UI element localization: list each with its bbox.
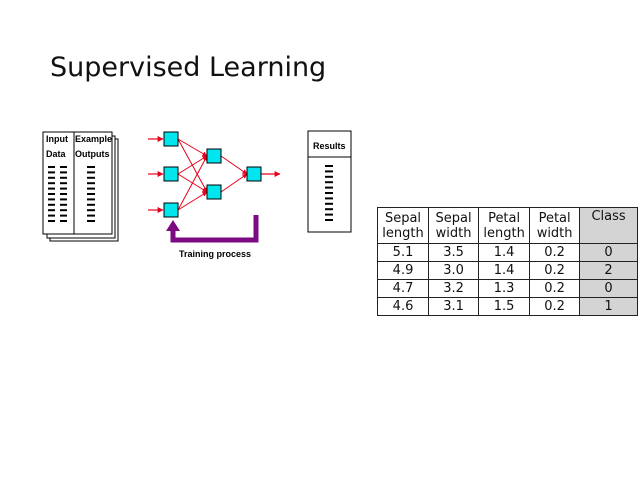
cell: 3.0 [428, 261, 480, 280]
feedback-path [170, 215, 259, 243]
input-data-label-2: Data [46, 149, 67, 159]
connection-arrow [177, 155, 208, 211]
cell: 0.2 [529, 261, 581, 280]
results-label: Results [313, 141, 346, 151]
example-outputs-label-2: Outputs [75, 149, 110, 159]
cell: 4.7 [376, 279, 430, 298]
header-class: Class [579, 207, 638, 244]
feedback-arrowhead [166, 220, 180, 231]
training-process-caption: Training process [179, 249, 251, 259]
hidden-node-2 [206, 184, 222, 200]
class-cell: 1 [579, 297, 638, 316]
input-node-3 [163, 202, 179, 218]
class-cell: 0 [579, 279, 638, 298]
training-data-sheets: Input Data Example Outputs [42, 131, 119, 242]
output-node [246, 166, 262, 182]
table-row: 4.9 3.0 1.4 0.2 2 [376, 261, 638, 280]
table-row: 4.6 3.1 1.5 0.2 1 [376, 297, 638, 316]
cell: 1.4 [478, 261, 531, 280]
example-outputs-label-1: Example [75, 134, 112, 144]
connection-arrow [220, 173, 248, 193]
cell: 0.2 [529, 243, 581, 262]
cell: 5.1 [376, 243, 430, 262]
table-row: 5.1 3.5 1.4 0.2 0 [376, 243, 638, 262]
cell: 1.5 [478, 297, 531, 316]
cell: 0.2 [529, 279, 581, 298]
results-box: Results [307, 130, 352, 233]
input-node-2 [163, 166, 179, 182]
network-connections [148, 136, 281, 213]
results-dashes [325, 165, 333, 221]
connection-arrow [220, 155, 248, 175]
table-row: 4.7 3.2 1.3 0.2 0 [376, 279, 638, 298]
connection-arrow [177, 191, 208, 211]
hidden-node-1 [206, 148, 222, 164]
class-cell: 2 [579, 261, 638, 280]
cell: 3.1 [428, 297, 480, 316]
input-data-label-1: Input [46, 134, 68, 144]
class-cell: 0 [579, 243, 638, 262]
cell: 3.2 [428, 279, 480, 298]
input-node-1 [163, 131, 179, 147]
connection-arrow [177, 138, 208, 157]
neural-network [148, 131, 281, 218]
slide-title: Supervised Learning [50, 52, 327, 83]
cell: 1.3 [478, 279, 531, 298]
cell: 1.4 [478, 243, 531, 262]
training-feedback-arrow [166, 215, 259, 243]
cell: 0.2 [529, 297, 581, 316]
sheet-data-dashes [48, 166, 95, 222]
cell: 3.5 [428, 243, 480, 262]
connection-arrow [177, 155, 208, 175]
cell: 4.9 [376, 261, 430, 280]
cell: 4.6 [376, 297, 430, 316]
